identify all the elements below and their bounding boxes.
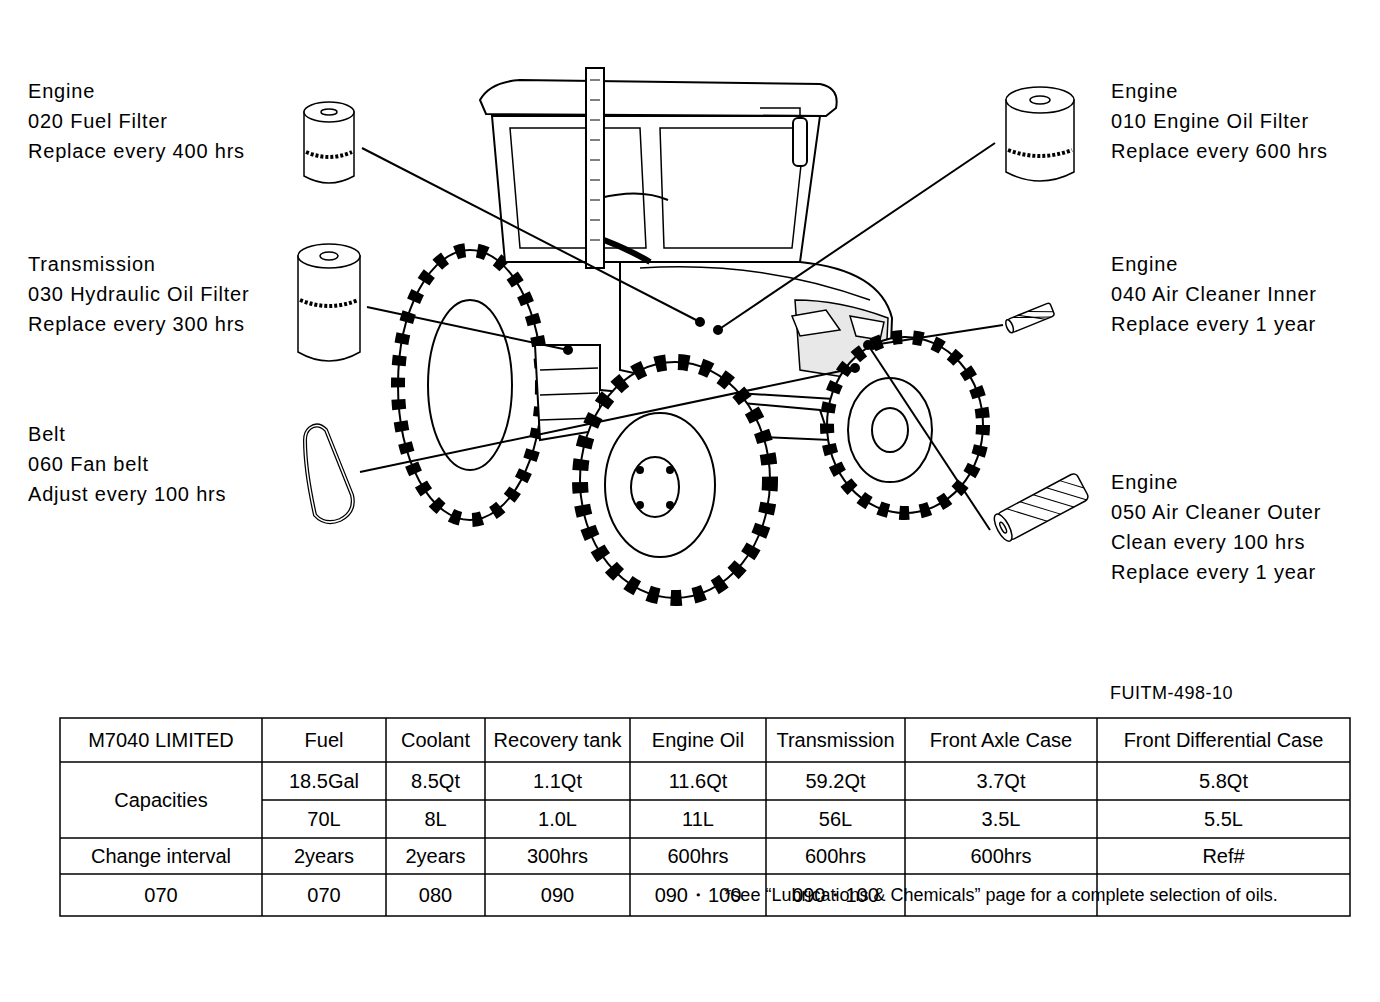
table-cell: 5.8Qt — [1199, 770, 1248, 793]
table-cell: 080 — [419, 884, 452, 907]
callout-text: Replace every 300 hrs — [28, 313, 245, 336]
callout-text: 030 Hydraulic Oil Filter — [28, 283, 250, 306]
table-cell: 11L — [682, 808, 714, 831]
table-row-head: 070 — [144, 884, 177, 907]
callout-text: Replace every 400 hrs — [28, 140, 245, 163]
table-header: Front Axle Case — [930, 729, 1072, 752]
table-cell: 070 — [307, 884, 340, 907]
table-header: Front Differential Case — [1124, 729, 1324, 752]
table-cell: 2years — [294, 845, 354, 868]
callout-text: 050 Air Cleaner Outer — [1111, 501, 1321, 524]
table-cell: 8L — [424, 808, 446, 831]
table-cell: 600hrs — [805, 845, 866, 868]
callout-text: Replace every 600 hrs — [1111, 140, 1328, 163]
table-cell: 090 — [541, 884, 574, 907]
callout-text: 060 Fan belt — [28, 453, 149, 476]
table-cell: 3.7Qt — [977, 770, 1026, 793]
table-cell: *see “Lubrications & Chemicals” page for… — [724, 885, 1277, 906]
table-cell: 70L — [307, 808, 340, 831]
callout-text: Replace every 1 year — [1111, 561, 1316, 584]
table-cell: 600hrs — [667, 845, 728, 868]
callout-text: 040 Air Cleaner Inner — [1111, 283, 1317, 306]
table-cell: 8.5Qt — [411, 770, 460, 793]
table-cell: 5.5L — [1204, 808, 1243, 831]
callout-text: Adjust every 100 hrs — [28, 483, 226, 506]
table-cell: 300hrs — [527, 845, 588, 868]
table-cell: 59.2Qt — [805, 770, 865, 793]
table-cell: 600hrs — [970, 845, 1031, 868]
table-header: Engine Oil — [652, 729, 744, 752]
callout-heading: Belt — [28, 423, 66, 446]
table-row-head: Change interval — [91, 845, 231, 868]
table-header: Recovery tank — [494, 729, 622, 752]
table-cell: 2years — [405, 845, 465, 868]
callout-heading: Engine — [1111, 253, 1178, 276]
table-cell: 1.1Qt — [533, 770, 582, 793]
callout-text: 020 Fuel Filter — [28, 110, 168, 133]
table-cell: 18.5Gal — [289, 770, 359, 793]
table-cell: Ref# — [1202, 845, 1244, 868]
callout-heading: Engine — [1111, 80, 1178, 103]
callout-heading: Engine — [1111, 471, 1178, 494]
table-cell: 11.6Qt — [669, 770, 728, 793]
callout-heading: Engine — [28, 80, 95, 103]
table-header: Transmission — [776, 729, 894, 752]
table-header: Fuel — [305, 729, 344, 752]
callout-text: Replace every 1 year — [1111, 313, 1316, 336]
callout-heading: Transmission — [28, 253, 156, 276]
table-cell: 3.5L — [982, 808, 1021, 831]
table-row-head: Capacities — [114, 789, 207, 812]
drawing-code: FUITM-498-10 — [1110, 683, 1233, 704]
table-header: Coolant — [401, 729, 470, 752]
table-header: M7040 LIMITED — [88, 729, 234, 752]
table-cell: 1.0L — [538, 808, 577, 831]
callout-text: 010 Engine Oil Filter — [1111, 110, 1309, 133]
table-cell: 56L — [819, 808, 852, 831]
callout-text: Clean every 100 hrs — [1111, 531, 1305, 554]
